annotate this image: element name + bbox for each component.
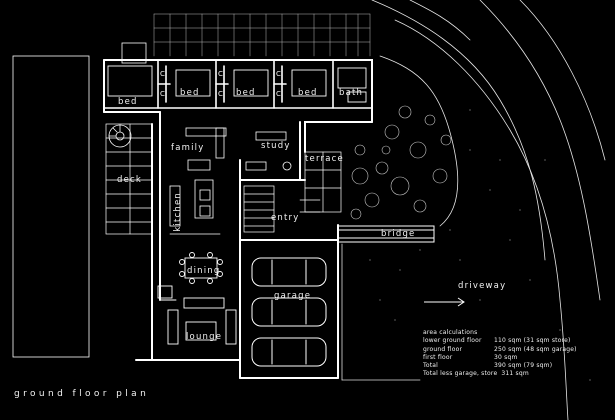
site-contours — [371, 0, 606, 420]
room-label-bath: bath — [339, 88, 364, 98]
room-label-family: family — [171, 143, 205, 153]
neighbour-building-outline — [12, 55, 90, 358]
area-row-value: 311 sqm — [501, 370, 529, 378]
closet-mark: C — [218, 70, 223, 78]
area-row: Total less garage, store 311 sqm — [423, 370, 577, 378]
area-row-label: Total less garage, store — [423, 370, 498, 378]
vegetation — [350, 105, 452, 220]
area-calculations-table: area calculations lower ground floor 110… — [423, 329, 577, 379]
stair-block — [121, 42, 147, 64]
room-label-deck: deck — [117, 175, 143, 185]
house-walls — [103, 59, 373, 379]
room-label-study: study — [261, 141, 291, 151]
area-row: Total 390 sqm (79 sqm) — [423, 362, 577, 370]
room-label-driveway: driveway — [458, 281, 507, 291]
closet-mark: C — [160, 90, 165, 98]
driveway-arrow-icon — [424, 297, 465, 307]
driveway-lines — [341, 243, 421, 381]
room-label-dining: dining — [187, 266, 221, 276]
room-label-bridge: bridge — [381, 229, 416, 239]
area-row: lower ground floor 110 sqm (31 sqm store… — [423, 337, 577, 345]
room-label-garage: garage — [274, 291, 312, 301]
closet-mark: C — [160, 70, 165, 78]
dining-table — [179, 252, 223, 284]
area-row-label: first floor — [423, 353, 453, 361]
terrace-paving — [304, 151, 342, 213]
area-row: ground floor 250 sqm (48 sqm garage) — [423, 346, 577, 354]
room-label-bed-4: bed — [298, 88, 318, 98]
room-label-lounge: lounge — [186, 332, 223, 342]
lounge-furniture — [157, 285, 237, 345]
area-heading: area calculations — [423, 329, 478, 336]
closet-mark: C — [276, 90, 281, 98]
living-furniture — [169, 127, 292, 235]
room-label-bed-2: bed — [180, 88, 200, 98]
area-row-value: 30 sqm — [494, 353, 518, 361]
room-label-entry: entry — [271, 213, 300, 223]
area-row-label: Total — [423, 362, 439, 370]
deck-boards — [105, 123, 153, 235]
top-slope-hatching — [153, 13, 371, 57]
closet-mark: C — [218, 90, 223, 98]
area-row: first floor 30 sqm — [423, 354, 577, 362]
bed-furniture — [107, 65, 367, 103]
closet-mark: C — [276, 70, 281, 78]
entry-stairs — [243, 185, 321, 233]
room-label-bed-3: bed — [236, 88, 256, 98]
gravel-speckle — [369, 109, 591, 381]
spiral-stair — [108, 124, 132, 148]
area-row-label: ground floor — [423, 345, 463, 353]
room-label-bed-1: bed — [118, 97, 138, 107]
bridge-structure — [337, 225, 435, 243]
bedroom-partitions — [103, 59, 373, 109]
room-label-kitchen: kitchen — [173, 192, 183, 232]
area-row-value: 250 sqm (48 sqm garage) — [494, 345, 577, 353]
plan-title: ground floor plan — [14, 389, 150, 399]
area-row-value: 110 sqm (31 sqm store) — [494, 337, 571, 345]
room-label-terrace: terrace — [305, 154, 344, 164]
area-row-value: 390 sqm (79 sqm) — [494, 362, 553, 370]
garage-cars — [251, 257, 327, 367]
area-row-label: lower ground floor — [423, 337, 482, 345]
